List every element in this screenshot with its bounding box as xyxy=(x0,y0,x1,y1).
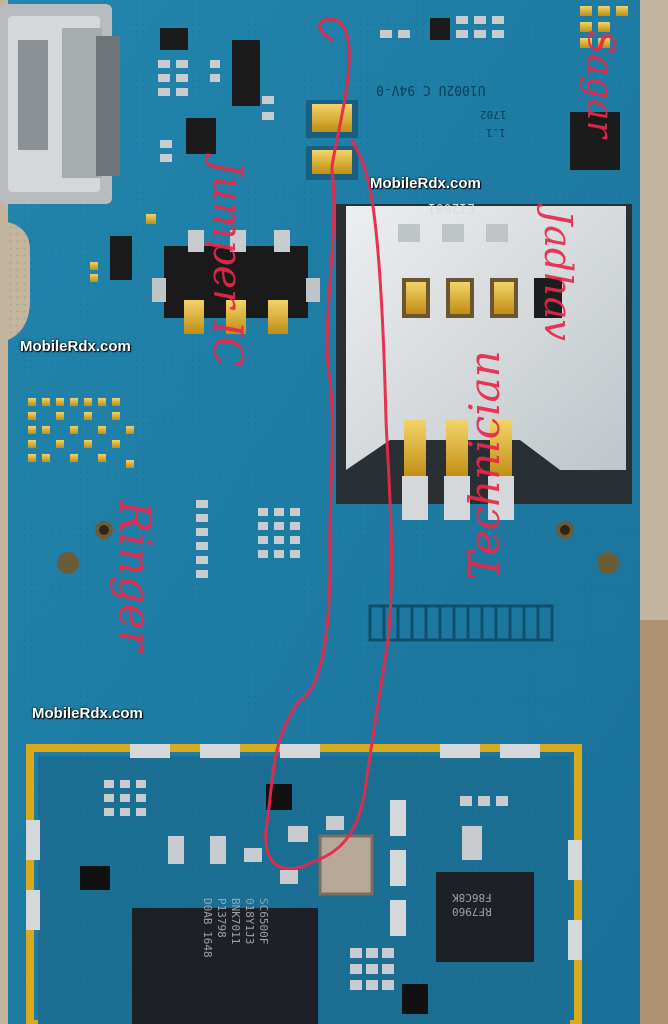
watermark-2: MobileRdx.com xyxy=(20,338,131,355)
silk-comb xyxy=(368,604,554,642)
main-ic-line-3: BNK7011 xyxy=(229,898,242,945)
mount-hole-2 xyxy=(57,552,79,574)
watermark-3: MobileRdx.com xyxy=(32,705,143,722)
side-ic-text: RF7960 F86C8K xyxy=(452,890,492,918)
main-ic-line-5: D0AB 1648 xyxy=(201,898,214,958)
side-ic-line-1: RF7960 xyxy=(452,905,492,918)
board-code-3: 1.1 xyxy=(486,126,506,139)
bga-footprint xyxy=(28,398,134,468)
sim-label: E12001 xyxy=(428,200,475,215)
side-ic-line-2: F86C8K xyxy=(452,891,492,904)
main-processor-ic xyxy=(132,908,318,1024)
handwriting-sagar: Sagar xyxy=(579,30,620,138)
mount-hole-4 xyxy=(597,552,619,574)
main-ic-text: SC6500F 018Y1J3 BNK7011 P13798 D0AB 1648 xyxy=(200,898,270,958)
main-ic-line-1: SC6500F xyxy=(257,898,270,945)
handwriting-ringer: Ringer xyxy=(109,500,160,651)
board-code: U1002U C 94V-0 xyxy=(376,82,486,97)
handwriting-technician: Technician xyxy=(460,350,509,580)
watermark-1: MobileRdx.com xyxy=(370,175,481,192)
crystal xyxy=(318,834,374,896)
board-code-2: 1702 xyxy=(480,108,507,121)
handwriting-jumper-ic: Jumper IC xyxy=(204,160,250,368)
handwriting-jadhav: Jadhav xyxy=(536,210,580,341)
rf-ic xyxy=(436,872,534,962)
main-ic-line-2: 018Y1J3 xyxy=(243,898,256,945)
main-ic-line-4: P13798 xyxy=(215,898,228,938)
jumper-wire-drawing xyxy=(264,17,393,871)
